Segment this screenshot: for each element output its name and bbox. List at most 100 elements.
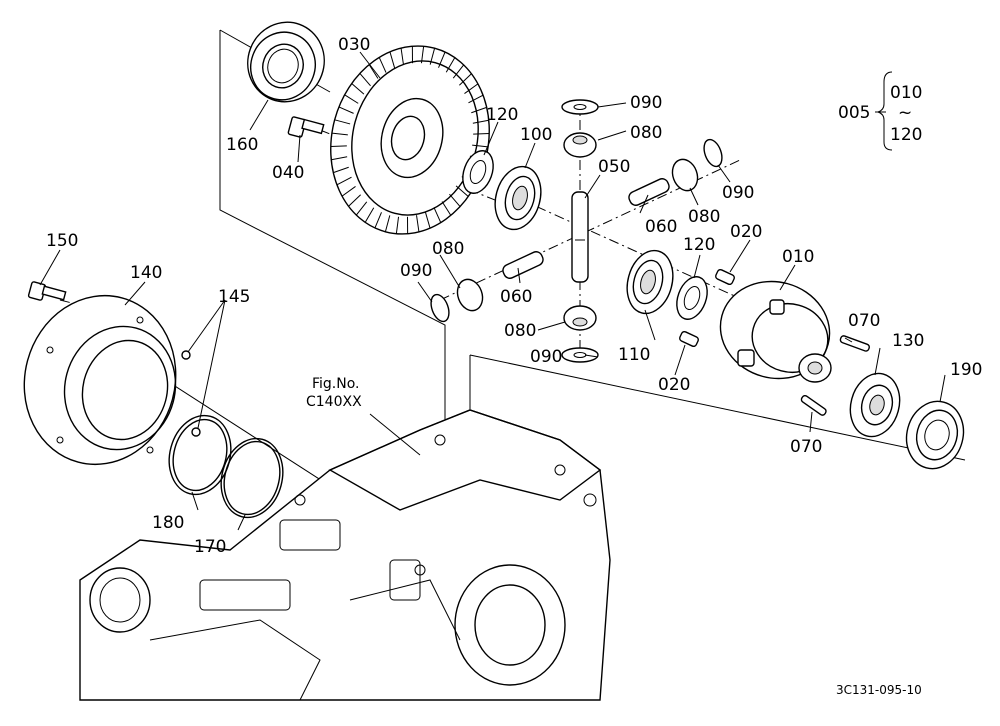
callout-100: 100 [520,125,552,145]
callout-090-c: 090 [400,261,432,281]
callout-090-d: 090 [530,347,562,367]
range-bracket [876,71,893,151]
side-gear-110 [626,249,674,315]
gear-tooth [452,64,465,79]
shaft-060-b [502,251,544,279]
callout-145: 145 [218,287,250,307]
gear-tooth [351,83,365,95]
bearing-130 [849,372,901,438]
pin-145 [181,350,201,437]
gear-tooth [336,176,352,186]
gear-tooth [355,201,368,216]
callout-070-a: 070 [848,311,880,331]
gear-tooth [384,215,391,232]
callout-180: 180 [152,513,184,533]
gear-tooth [400,48,404,65]
callout-150: 150 [46,231,78,251]
callout-120-a: 120 [486,105,518,125]
washer-090-right [703,138,723,168]
callout-010: 010 [782,247,814,267]
gear-tooth [449,193,461,207]
gear-tooth [429,48,436,65]
bolt-040 [287,116,325,138]
gear-tooth [433,207,442,223]
bearing-housing-140 [23,294,177,466]
pinion-080-top [563,132,597,158]
gear-tooth [441,201,452,216]
bearing-160 [247,21,325,103]
o-ring-170 [220,437,284,519]
pin-020-b [679,330,699,348]
callout-020-a: 020 [730,222,762,242]
leader-lines [39,51,946,531]
gear-tooth [331,156,348,161]
gear-tooth [389,51,396,69]
callout-090-a: 090 [630,93,662,113]
callout-140: 140 [130,263,162,283]
thrust-washer-120-b [676,276,708,320]
callout-160: 160 [226,135,258,155]
callout-070-b: 070 [790,437,822,457]
callout-190: 190 [950,360,982,380]
callout-060-a: 060 [645,217,677,237]
gear-tooth [368,64,379,79]
transmission-housing [79,409,611,701]
washer-090-top [561,99,599,115]
gear-tooth [348,194,361,207]
pinion-080-right [671,158,699,192]
callout-120-b: 120 [683,235,715,255]
gear-tooth [424,211,431,229]
gear-tooth [338,106,354,114]
range-tilde: ~ [898,103,912,123]
gear-tooth [330,145,347,147]
gear-tooth [464,83,479,94]
pinion-shaft-050 [571,191,589,283]
callout-020-b: 020 [658,375,690,395]
pin-070-a [839,335,870,352]
callout-labels: 005 010 ~ 120 030 160 040 120 100 090 08… [46,35,982,697]
washer-090-left [430,293,450,323]
thrust-washer-120-a [462,150,494,194]
gear-tooth [468,94,484,104]
gear-tooth [374,212,382,229]
shaft-060-a [628,178,670,206]
gear-tooth [471,106,487,114]
gear-tooth [455,185,469,197]
drawing-code: 3C131-095-10 [836,683,922,697]
callout-060-b: 060 [500,287,532,307]
differential-case-010 [719,280,832,383]
figure-ref-label: Fig.No. [312,376,360,392]
callout-130: 130 [892,331,924,351]
callout-080-c: 080 [432,239,464,259]
ring-gear-030 [330,45,490,235]
gear-tooth [459,73,472,86]
gear-tooth [438,51,446,68]
gear-tooth [333,166,349,174]
callout-120-range: 120 [890,125,922,145]
gear-tooth [472,119,489,124]
washer-090-bottom [561,347,599,363]
callout-005: 005 [838,103,870,123]
gear-tooth [473,133,490,135]
gear-tooth [445,57,456,73]
gear-tooth [364,207,375,223]
callout-080-b: 080 [688,207,720,227]
callout-170: 170 [194,537,226,557]
circlip-180 [168,414,232,496]
callout-010-range: 010 [890,83,922,103]
gear-tooth [472,144,489,148]
callout-110: 110 [618,345,650,365]
callout-040: 040 [272,163,304,183]
side-gear-100 [494,165,542,231]
callout-050: 050 [598,157,630,177]
callout-090-b: 090 [722,183,754,203]
bolt-150 [27,281,67,301]
figure-ref-number: C140XX [306,394,362,410]
callout-080-a: 080 [630,123,662,143]
gear-tooth [344,94,359,104]
callout-080-d: 080 [504,321,536,341]
gear-tooth [395,216,400,234]
gear-tooth [331,132,348,136]
